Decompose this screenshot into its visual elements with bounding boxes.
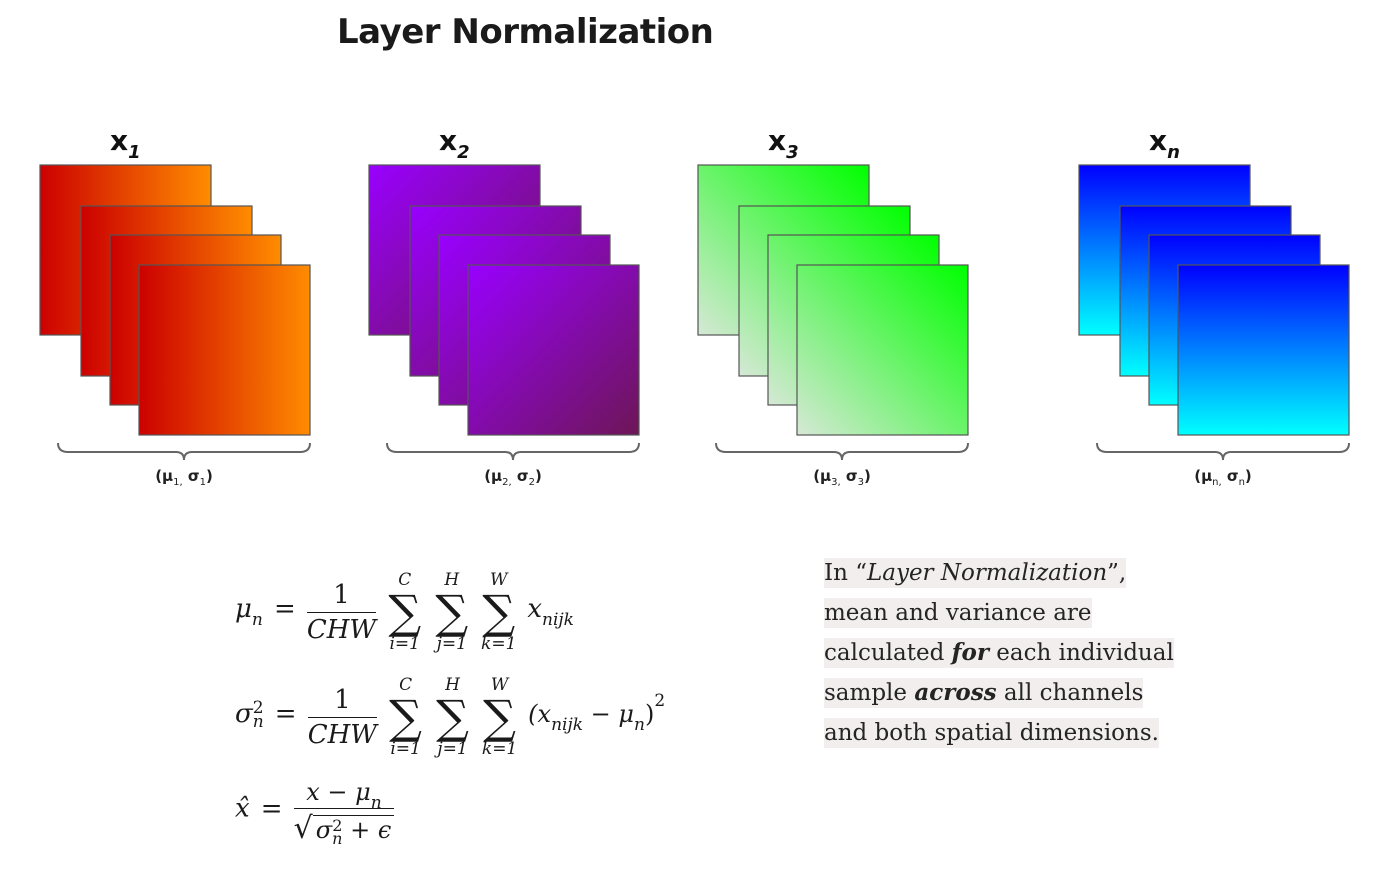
mean-lhs: μn bbox=[235, 593, 263, 630]
mean-fraction: 1 CHW bbox=[306, 579, 377, 645]
desc-emphasis-layer-norm: Layer Normalization bbox=[866, 560, 1108, 586]
brace-icon bbox=[1096, 442, 1350, 461]
feature-map-channel bbox=[796, 264, 969, 436]
variance-fraction: 1 CHW bbox=[307, 684, 377, 750]
feature-map-channel bbox=[1177, 264, 1350, 436]
normalize-equals: = bbox=[260, 793, 283, 824]
brace-icon bbox=[715, 442, 969, 461]
sum-j: H∑j=1 bbox=[436, 675, 469, 759]
sample-group-1: x1 (μ1, σ1) bbox=[39, 124, 311, 488]
desc-text-1: In “ bbox=[824, 560, 867, 586]
desc-text-4: all channels and both spatial dimensions… bbox=[824, 680, 1159, 746]
sample-group-2: x2 (μ2, σ2) bbox=[368, 124, 640, 488]
brace-icon bbox=[57, 442, 311, 461]
brace-icon bbox=[386, 442, 640, 461]
sum-i: C∑i=1 bbox=[389, 675, 422, 759]
desc-text-2: ”, mean and variance are calculated bbox=[824, 560, 1127, 666]
sample-stats: (μn, σn) bbox=[1194, 467, 1252, 488]
sample-stats: (μ3, σ3) bbox=[813, 467, 871, 488]
sample-group-3: x3 (μ3, σ3) bbox=[697, 124, 969, 488]
normalize-lhs: x̂ bbox=[235, 793, 250, 824]
sample-label: xn bbox=[1149, 124, 1180, 163]
sample-label: x1 bbox=[110, 124, 141, 163]
mean-equation: μn = 1 CHW C∑i=1 H∑j=1 W∑k=1 xnijk bbox=[235, 570, 574, 654]
sample-stats: (μ1, σ1) bbox=[155, 467, 213, 488]
sum-i: C∑i=1 bbox=[388, 570, 422, 654]
sum-j: H∑j=1 bbox=[435, 570, 469, 654]
feature-map-diagram: x1 (μ1, σ1) x2 (μ2, σ2) x3 (μ3, σ3) xn (μn, σn) bbox=[39, 124, 1350, 488]
sample-group-4: xn (μn, σn) bbox=[1078, 124, 1350, 488]
page-title: Layer Normalization bbox=[337, 12, 714, 52]
feature-map-channel bbox=[138, 264, 311, 436]
desc-emphasis-across: across bbox=[914, 679, 997, 706]
mean-equals: = bbox=[273, 593, 296, 624]
mean-term: xnijk bbox=[527, 593, 574, 630]
sample-label: x2 bbox=[439, 124, 470, 163]
variance-term: (xnijk − μn)2 bbox=[528, 690, 666, 735]
sample-stats: (μ2, σ2) bbox=[484, 467, 542, 488]
description-paragraph: In “Layer Normalization”, mean and varia… bbox=[824, 553, 1184, 753]
feature-map-channel bbox=[467, 264, 640, 436]
desc-text-3: each individual sample bbox=[824, 640, 1174, 706]
desc-emphasis-for: for bbox=[951, 639, 989, 666]
sum-k: W∑k=1 bbox=[481, 570, 517, 654]
sample-label: x3 bbox=[768, 124, 799, 163]
variance-equals: = bbox=[274, 698, 297, 729]
sum-k: W∑k=1 bbox=[481, 675, 518, 759]
